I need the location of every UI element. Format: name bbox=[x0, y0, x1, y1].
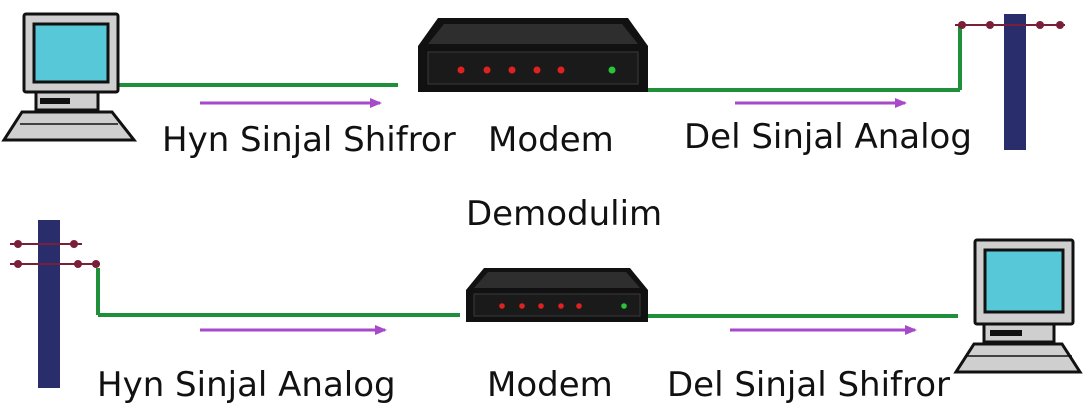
computer-icon bbox=[1, 12, 138, 142]
label-demodulation: Demodulim bbox=[466, 194, 663, 234]
telephone-pole-icon bbox=[955, 14, 1065, 150]
telephone-pole-icon bbox=[10, 220, 100, 388]
label-bottom-modem: Modem bbox=[487, 365, 613, 405]
label-top-modem: Modem bbox=[488, 120, 614, 160]
computer-icon bbox=[953, 238, 1083, 374]
label-top-right: Del Sinjal Analog bbox=[684, 117, 972, 157]
bottom-wires bbox=[96, 268, 958, 318]
top-wires bbox=[118, 25, 962, 92]
modem-icon bbox=[418, 18, 648, 92]
modem-icon bbox=[466, 268, 648, 322]
label-bottom-left: Hyn Sinjal Analog bbox=[97, 365, 396, 405]
label-bottom-right: Del Sinjal Shifror bbox=[667, 365, 951, 405]
label-top-left: Hyn Sinjal Shifror bbox=[162, 120, 456, 160]
